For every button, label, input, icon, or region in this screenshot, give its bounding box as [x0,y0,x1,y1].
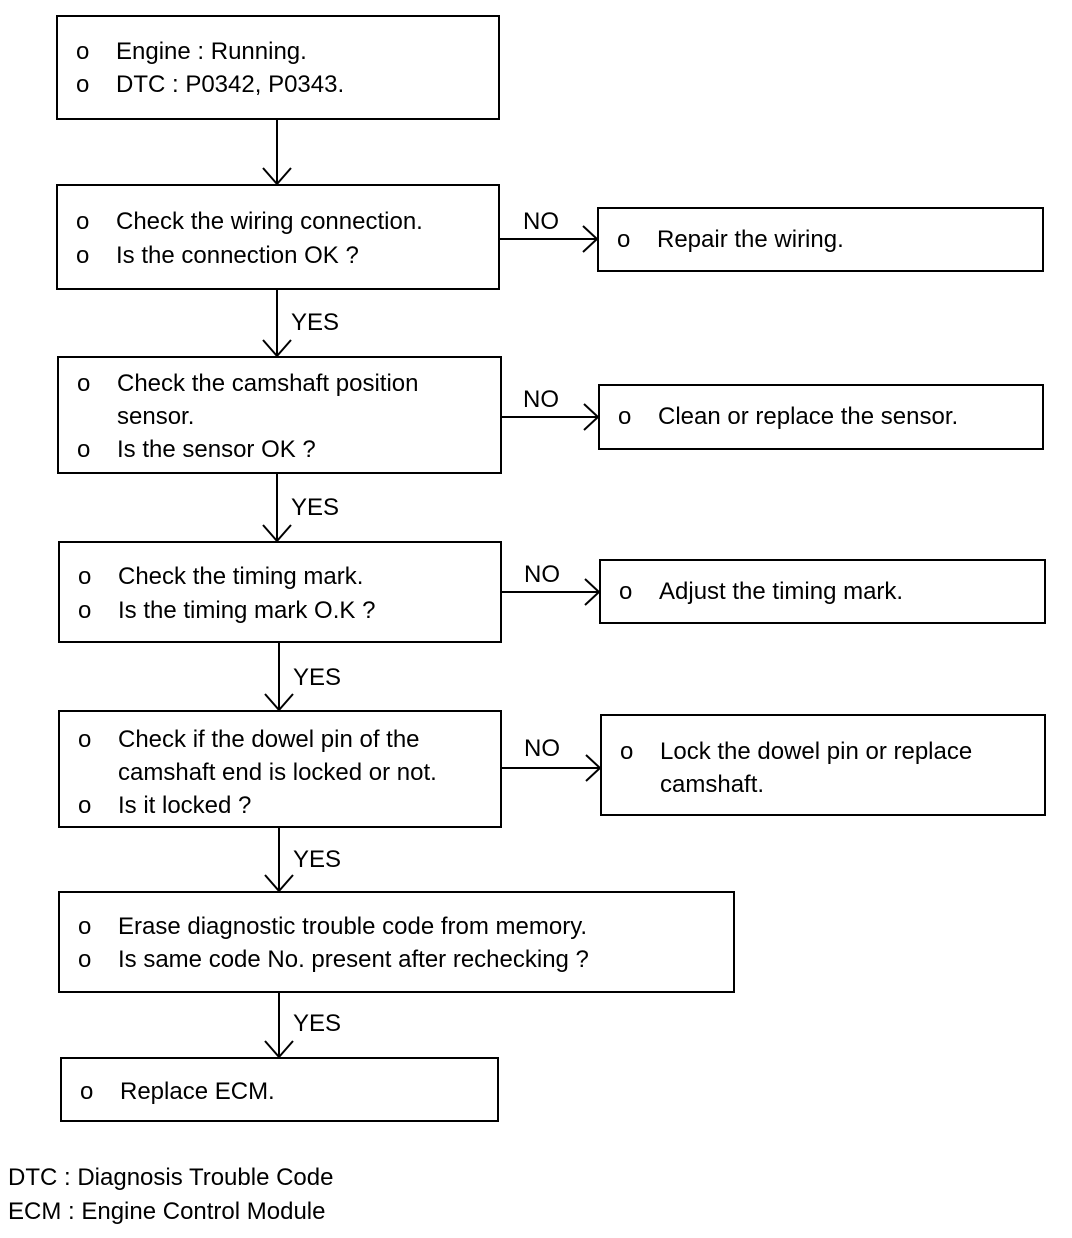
action-box-repair-wiring: o Repair the wiring. [597,207,1044,272]
bullet: o [77,436,91,463]
step-box-timing-check: o Check the timing mark. o Is the timing… [58,541,502,643]
yes-label: YES [293,1010,342,1037]
no-label: NO [524,561,560,588]
action-box-adjust-timing: o Adjust the timing mark. [599,559,1046,624]
step-text: Check the wiring connection. [116,208,423,235]
bullet: o [76,208,90,235]
yes-label: YES [291,309,340,336]
step-box-erase-dtc: o Erase diagnostic trouble code from mem… [58,891,735,993]
step-text: Check the timing mark. [118,563,364,590]
bullet: o [78,597,92,624]
bullet: o [77,370,91,397]
step-box-dowel-pin-check: o Check if the dowel pin of the camshaft… [58,710,502,828]
action-box-lock-dowel-pin: o Lock the dowel pin or replace camshaft… [600,714,1046,816]
bullet: o [76,242,90,269]
legend-dtc: DTC : Diagnosis Trouble Code [8,1164,334,1191]
no-label: NO [523,386,559,413]
step-box-replace-ecm: o Replace ECM. [60,1057,499,1122]
step-text: Check if the dowel pin of the [118,726,420,753]
bullet: o [76,71,90,98]
yes-label: YES [291,494,340,521]
action-text: camshaft. [660,771,765,798]
bullet: o [78,792,92,819]
bullet: o [619,578,633,605]
bullet: o [620,738,634,765]
step-text: sensor. [117,403,195,430]
yes-label: YES [293,664,342,691]
step-text: Replace ECM. [120,1078,275,1105]
action-text: Adjust the timing mark. [659,578,904,605]
bullet: o [618,403,632,430]
yes-label: YES [293,846,342,873]
bullet: o [78,563,92,590]
step-text: DTC : P0342, P0343. [116,71,345,98]
step-text: Is the timing mark O.K ? [118,597,376,624]
no-label: NO [524,735,560,762]
action-box-clean-replace-sensor: o Clean or replace the sensor. [598,384,1044,450]
bullet: o [78,913,92,940]
action-text: Lock the dowel pin or replace [660,738,973,765]
bullet: o [617,226,631,253]
step-text: Check the camshaft position [117,370,419,397]
no-label: NO [523,208,559,235]
legend-ecm: ECM : Engine Control Module [8,1198,326,1225]
step-box-start-conditions: o Engine : Running. o DTC : P0342, P0343… [56,15,500,120]
bullet: o [78,946,92,973]
action-text: Repair the wiring. [657,226,844,253]
step-text: Is the sensor OK ? [117,436,316,463]
action-text: Clean or replace the sensor. [658,403,959,430]
step-text: camshaft end is locked or not. [118,759,437,786]
bullet: o [80,1078,94,1105]
step-box-wiring-check: o Check the wiring connection. o Is the … [56,184,500,290]
bullet: o [76,38,90,65]
step-text: Engine : Running. [116,38,307,65]
bullet: o [78,726,92,753]
step-text: Is it locked ? [118,792,252,819]
step-box-sensor-check: o Check the camshaft position sensor. o … [57,356,502,474]
step-text: Is the connection OK ? [116,242,359,269]
step-text: Erase diagnostic trouble code from memor… [118,913,588,940]
step-text: Is same code No. present after recheckin… [118,946,589,973]
